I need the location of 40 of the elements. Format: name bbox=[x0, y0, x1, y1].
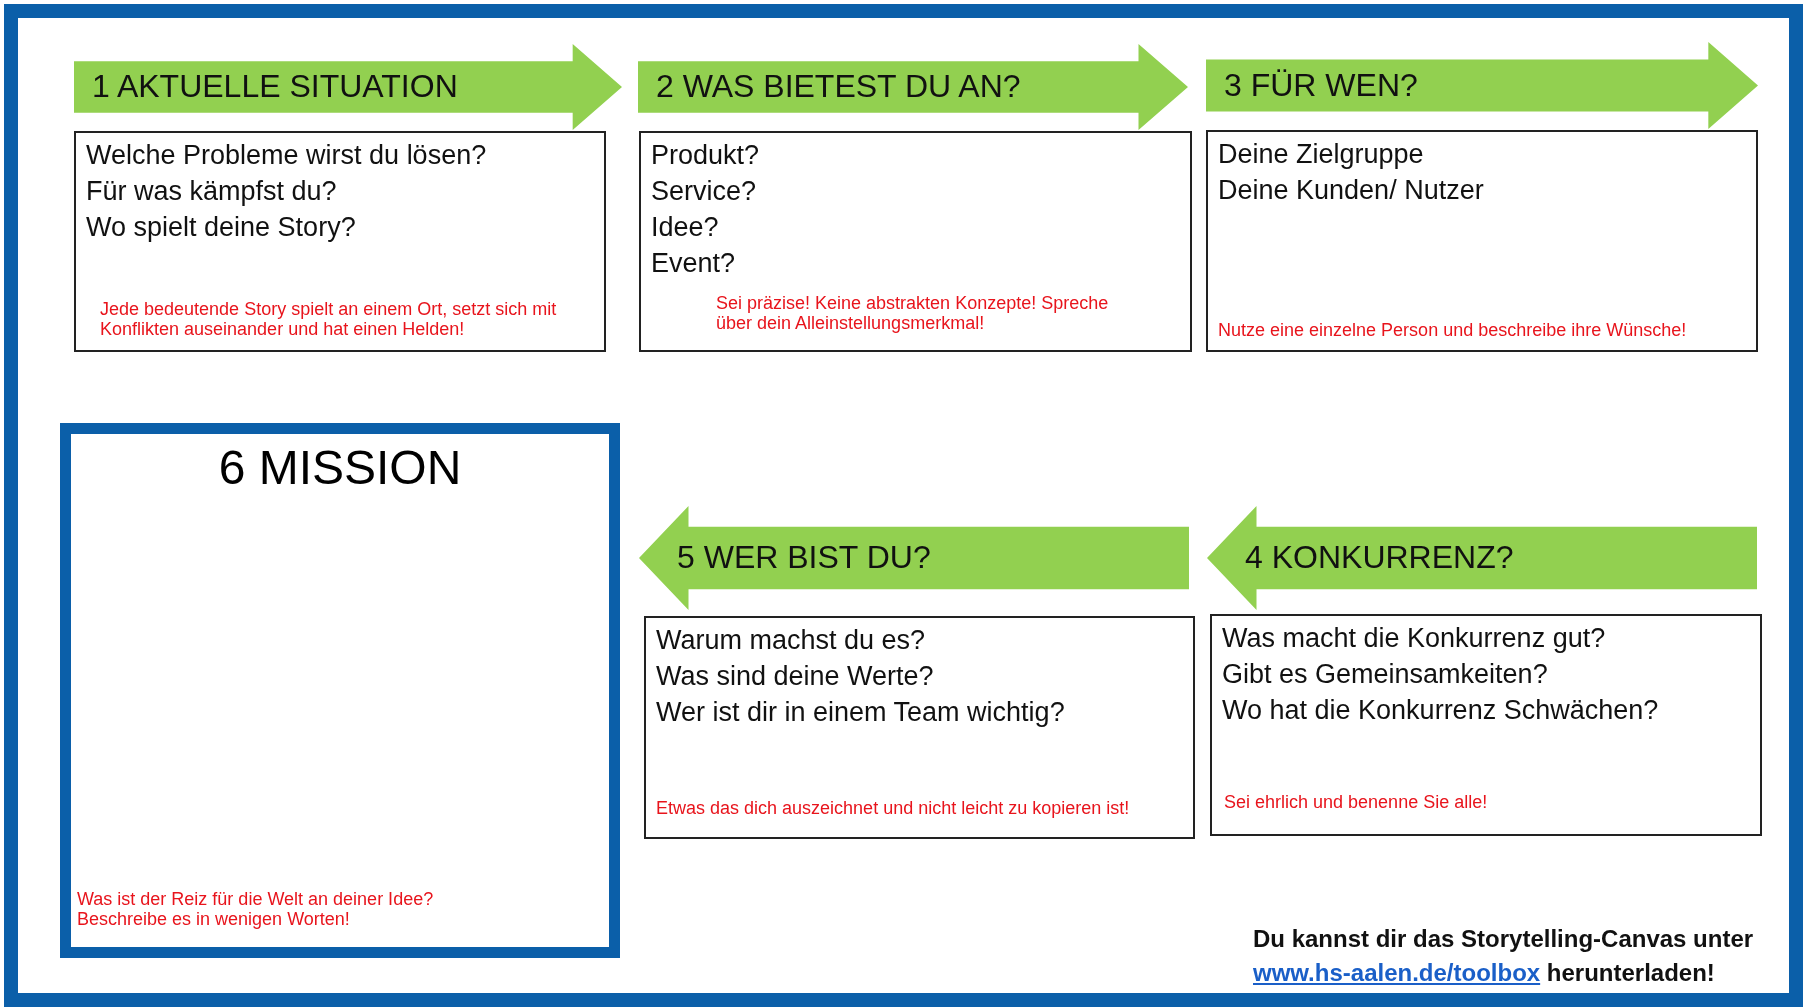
question-text: Warum machst du es? bbox=[656, 624, 926, 657]
step-heading: 3 FÜR WEN? bbox=[1224, 66, 1418, 104]
step-heading: 2 WAS BIETEST DU AN? bbox=[656, 68, 1021, 105]
hint-text: Jede bedeutende Story spielt an einem Ort, setzt sich mit Konflikten auseinander und hat einen Helden! bbox=[100, 299, 558, 339]
question-text: Gibt es Gemeinsamkeiten? bbox=[1222, 658, 1548, 691]
step-arrow-banner bbox=[638, 44, 1188, 130]
step-heading: 5 WER BIST DU? bbox=[677, 539, 931, 576]
hint-text: Sei ehrlich und benenne Sie alle! bbox=[1224, 792, 1489, 812]
download-note: Du kannst dir das Storytelling-Canvas unter www.hs-aalen.de/toolbox herunterladen! bbox=[1253, 924, 1755, 988]
step-heading: 4 KONKURRENZ? bbox=[1245, 539, 1514, 576]
question-text: Wer ist dir in einem Team wichtig? bbox=[656, 696, 1065, 729]
question-text: Deine Zielgruppe bbox=[1218, 138, 1424, 171]
question-box bbox=[644, 616, 1195, 839]
question-text: Deine Kunden/ Nutzer bbox=[1218, 174, 1484, 207]
step-arrow-banner bbox=[74, 44, 622, 130]
question-text: Idee? bbox=[651, 211, 719, 244]
question-text: Was macht die Konkurrenz gut? bbox=[1222, 622, 1606, 655]
mission-heading: 6 MISSION bbox=[218, 440, 462, 495]
question-box bbox=[1210, 614, 1762, 836]
hint-text: Sei präzise! Keine abstrakten Konzepte! Spreche über dein Alleinstellungsmerkmal! bbox=[716, 293, 1110, 333]
question-text: Service? bbox=[651, 175, 757, 208]
question-text: Wo spielt deine Story? bbox=[86, 211, 356, 244]
hint-text: Was ist der Reiz für die Welt an deiner Idee? Beschreibe es in wenigen Worten! bbox=[77, 889, 435, 929]
step-arrow-banner bbox=[1207, 506, 1757, 610]
step-heading: 1 AKTUELLE SITUATION bbox=[92, 68, 458, 105]
question-text: Welche Probleme wirst du lösen? bbox=[86, 139, 487, 172]
mission-box bbox=[60, 423, 620, 958]
question-box bbox=[639, 131, 1192, 352]
hint-text: Etwas das dich auszeichnet und nicht leicht zu kopieren ist! bbox=[656, 798, 1131, 818]
question-text: Was sind deine Werte? bbox=[656, 660, 934, 693]
question-text: Produkt? bbox=[651, 139, 760, 172]
link: www.hs-aalen.de/toolbox bbox=[1253, 959, 1541, 986]
question-text: Wo hat die Konkurrenz Schwächen? bbox=[1222, 694, 1659, 727]
step-arrow-banner bbox=[1206, 42, 1758, 129]
question-box bbox=[74, 131, 606, 352]
step-arrow-banner bbox=[639, 506, 1189, 610]
question-text: Für was kämpfst du? bbox=[86, 175, 337, 208]
hint-text: Nutze eine einzelne Person und beschreibe ihre Wünsche! bbox=[1218, 320, 1688, 340]
question-box bbox=[1206, 130, 1758, 352]
question-text: Event? bbox=[651, 247, 736, 280]
